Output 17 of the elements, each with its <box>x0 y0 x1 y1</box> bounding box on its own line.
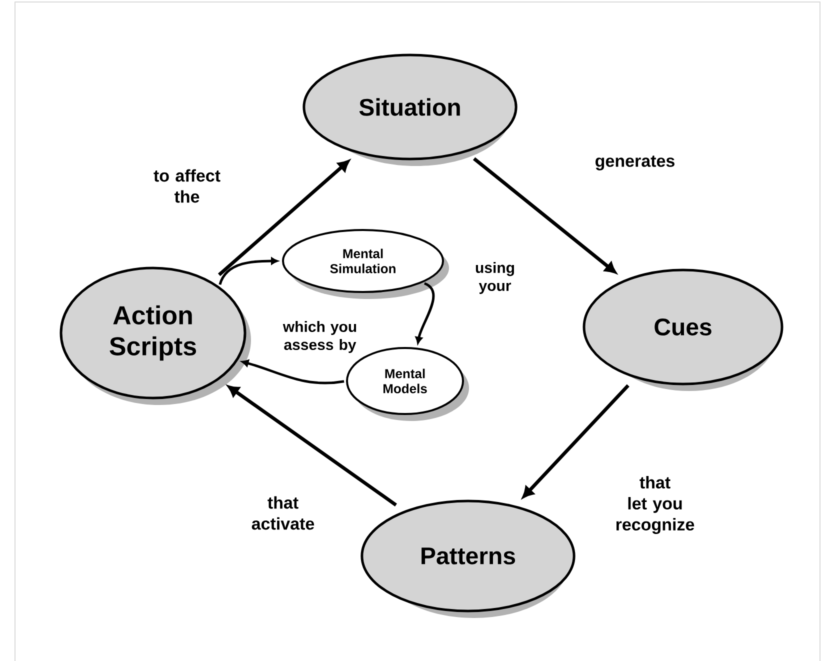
edge-label: to affect the <box>154 169 220 203</box>
ellipse-node: Situation <box>302 54 518 166</box>
ellipse-node: Patterns <box>360 500 576 618</box>
arrow <box>242 360 344 384</box>
ellipse-node: Cues <box>582 268 784 391</box>
ellipse-node: Action Scripts <box>60 266 251 405</box>
arrow <box>218 257 278 285</box>
arrow <box>472 157 616 274</box>
arrow <box>218 160 350 276</box>
edge-label: that activate <box>252 496 314 530</box>
edge-label: using your <box>476 262 514 294</box>
ellipse-node: Mental Simulation <box>282 229 449 299</box>
arrow <box>522 384 630 498</box>
arrow <box>415 282 435 344</box>
edge-label: that let you recognize <box>616 476 694 534</box>
arrow <box>228 386 397 506</box>
edge-label: generates <box>596 156 674 170</box>
